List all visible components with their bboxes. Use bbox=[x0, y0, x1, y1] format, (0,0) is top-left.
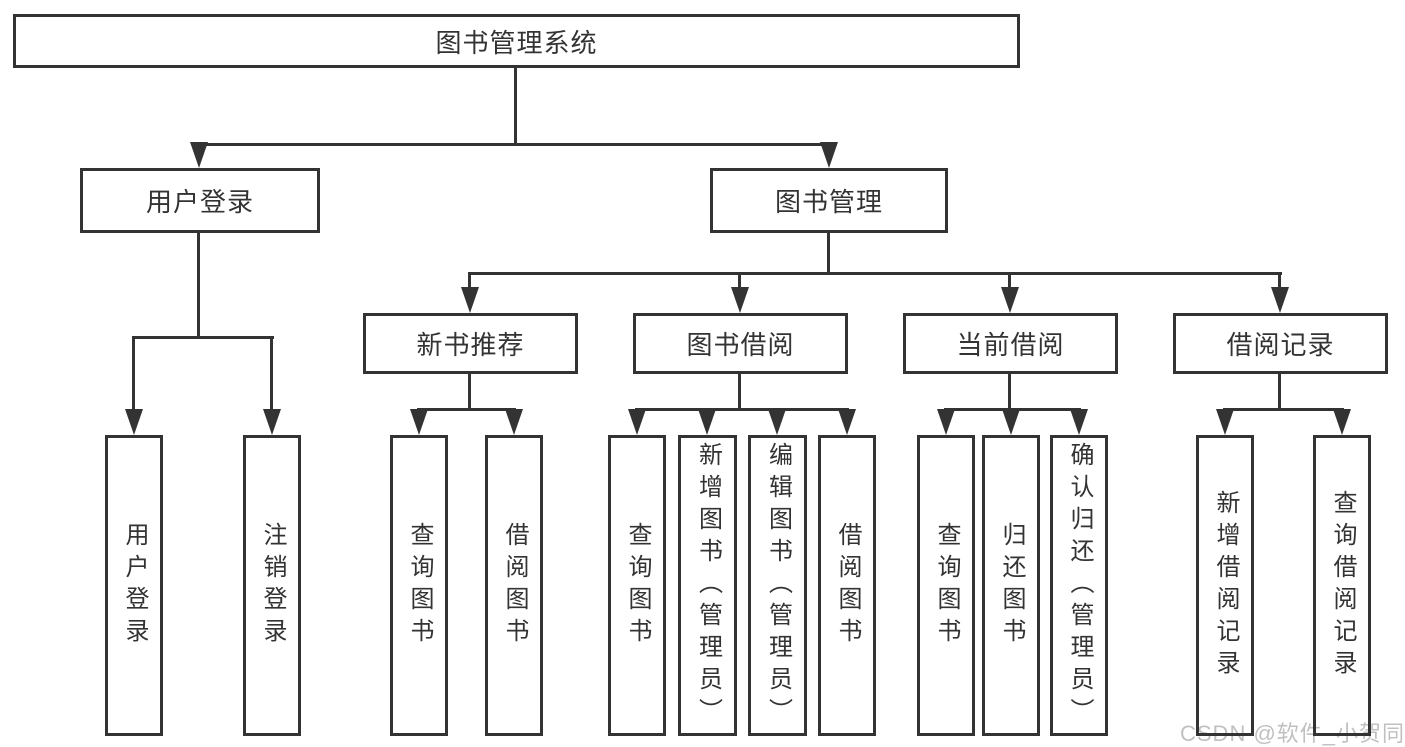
leaf-label: 查询图书 bbox=[933, 521, 960, 650]
leaf-borrow-books-borrowing: 借阅图书 bbox=[818, 435, 876, 736]
node-borrowing-records: 借阅记录 bbox=[1173, 313, 1388, 374]
arrow-down-icon bbox=[190, 142, 208, 168]
connector-vline bbox=[270, 336, 273, 411]
leaf-label: 注销登录 bbox=[259, 521, 286, 650]
arrow-down-icon bbox=[1001, 287, 1019, 313]
leaf-label: 编辑图书（管理员） bbox=[764, 441, 792, 730]
node-new-book-recommendation: 新书推荐 bbox=[363, 313, 578, 374]
csdn-watermark: CSDN @软件_小贺同学 bbox=[1180, 721, 1405, 746]
leaf-label: 新增借阅记录 bbox=[1212, 489, 1239, 682]
node-user-login: 用户登录 bbox=[80, 168, 320, 233]
connector-vline bbox=[1278, 272, 1281, 289]
leaf-add-books-admin: 新增图书（管理员） bbox=[678, 435, 737, 736]
arrow-down-icon bbox=[937, 409, 955, 435]
arrow-down-icon bbox=[505, 409, 523, 435]
leaf-label: 用户登录 bbox=[121, 521, 148, 650]
connector-hline bbox=[417, 408, 516, 411]
connector-vline bbox=[1008, 372, 1011, 410]
arrow-down-icon bbox=[698, 409, 716, 435]
leaf-confirm-return-admin: 确认归还（管理员） bbox=[1050, 435, 1108, 736]
leaf-query-books-borrowing: 查询图书 bbox=[608, 435, 666, 736]
arrow-down-icon bbox=[768, 409, 786, 435]
arrow-down-icon bbox=[820, 142, 838, 168]
leaf-label: 查询图书 bbox=[624, 521, 651, 650]
leaf-label: 确认归还（管理员） bbox=[1066, 441, 1093, 730]
connector-vline bbox=[468, 272, 471, 289]
connector-vline bbox=[132, 336, 135, 411]
leaf-edit-books-admin: 编辑图书（管理员） bbox=[748, 435, 807, 736]
node-book-borrowing: 图书借阅 bbox=[633, 313, 848, 374]
leaf-label: 查询借阅记录 bbox=[1329, 489, 1356, 682]
connector-hline bbox=[468, 272, 1282, 275]
node-current-borrowing: 当前借阅 bbox=[903, 313, 1118, 374]
connector-hline bbox=[635, 408, 849, 411]
connector-vline bbox=[514, 66, 517, 145]
arrow-down-icon bbox=[838, 409, 856, 435]
leaf-label: 归还图书 bbox=[998, 521, 1025, 650]
arrow-down-icon bbox=[628, 409, 646, 435]
leaf-label: 借阅图书 bbox=[501, 521, 528, 650]
arrow-down-icon bbox=[1333, 409, 1351, 435]
leaf-label: 查询图书 bbox=[406, 521, 433, 650]
leaf-query-books-recommend: 查询图书 bbox=[390, 435, 448, 736]
leaf-query-borrowing-record: 查询借阅记录 bbox=[1313, 435, 1371, 736]
connector-vline bbox=[468, 372, 471, 410]
connector-vline bbox=[1008, 272, 1011, 289]
arrow-down-icon bbox=[1002, 409, 1020, 435]
connector-vline bbox=[738, 372, 741, 410]
arrow-down-icon bbox=[1216, 409, 1234, 435]
connector-vline bbox=[1278, 372, 1281, 410]
leaf-borrow-books-recommend: 借阅图书 bbox=[485, 435, 543, 736]
leaf-add-borrowing-record: 新增借阅记录 bbox=[1196, 435, 1254, 736]
connector-hline bbox=[1223, 408, 1344, 411]
node-book-management: 图书管理 bbox=[710, 168, 948, 233]
arrow-down-icon bbox=[410, 409, 428, 435]
connector-vline bbox=[827, 230, 830, 274]
leaf-label: 新增图书（管理员） bbox=[694, 441, 722, 730]
leaf-label: 借阅图书 bbox=[834, 521, 861, 650]
arrow-down-icon bbox=[1271, 287, 1289, 313]
arrow-down-icon bbox=[125, 409, 143, 435]
arrow-down-icon bbox=[263, 409, 281, 435]
leaf-query-books-current: 查询图书 bbox=[917, 435, 975, 736]
connector-hline bbox=[197, 143, 831, 146]
node-library-system: 图书管理系统 bbox=[13, 14, 1020, 68]
connector-vline bbox=[197, 230, 200, 338]
leaf-user-login: 用户登录 bbox=[105, 435, 163, 736]
connector-hline bbox=[132, 336, 274, 339]
arrow-down-icon bbox=[1070, 409, 1088, 435]
leaf-return-books: 归还图书 bbox=[982, 435, 1040, 736]
connector-vline bbox=[738, 272, 741, 289]
leaf-logout: 注销登录 bbox=[243, 435, 301, 736]
arrow-down-icon bbox=[731, 287, 749, 313]
arrow-down-icon bbox=[461, 287, 479, 313]
